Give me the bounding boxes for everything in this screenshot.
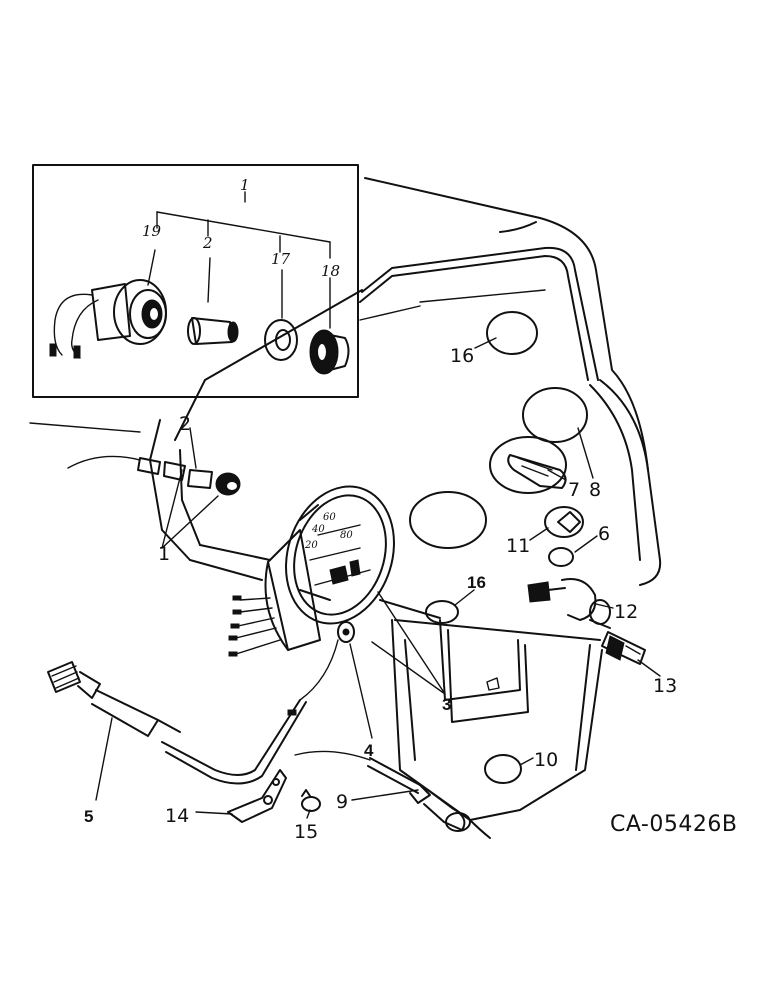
callout-1-lamp: 1: [158, 543, 170, 565]
callout-6: 6: [598, 523, 610, 545]
screw-15: [301, 789, 321, 812]
callout-labels: 1 19 2 17 18 16 2 1 7 8 11 6 16 12 3 13 …: [84, 176, 737, 843]
bulb-2: [187, 317, 239, 345]
opening-center: [409, 491, 487, 549]
callout-1-inset: 1: [240, 176, 250, 194]
callout-3: 3: [442, 695, 451, 714]
dash-panel: [29, 177, 662, 839]
callout-14: 14: [165, 805, 189, 827]
speedo-cable-5: [47, 661, 307, 785]
gauge-scale-20: 20: [304, 540, 318, 551]
callout-18: 18: [321, 262, 340, 280]
choke-cable-9: [294, 750, 471, 832]
key-13: [601, 631, 646, 665]
callout-13: 13: [653, 675, 677, 697]
callout-2-lamp: 2: [179, 413, 191, 435]
callout-17: 17: [271, 250, 291, 268]
callout-8: 8: [589, 479, 601, 501]
callout-16-top: 16: [450, 345, 474, 367]
drawing-code: CA-05426B: [610, 812, 737, 837]
bracket-14: [227, 769, 287, 823]
indicator-lamp-1: [67, 455, 241, 549]
panel-openings: [409, 311, 588, 784]
callout-5: 5: [84, 807, 93, 826]
tachometer-gauge-3: 20 40 60 80: [228, 485, 395, 716]
washer-17: [264, 319, 298, 361]
callout-9: 9: [336, 791, 348, 813]
ignition-switch-12: [527, 578, 611, 629]
opening-8: [522, 387, 588, 443]
throttle-knob-7: [489, 436, 567, 494]
gauge-scale-40: 40: [311, 524, 325, 535]
callout-19: 19: [142, 222, 162, 240]
opening-10: [484, 754, 522, 784]
opening-16-top: [486, 311, 538, 355]
callout-4: 4: [364, 741, 374, 760]
callout-2-inset: 2: [202, 234, 213, 252]
callout-15: 15: [294, 821, 318, 843]
inset-detail-box: [32, 164, 359, 398]
callout-16-low: 16: [467, 573, 486, 592]
callout-12: 12: [614, 601, 638, 623]
switch-11: [544, 506, 584, 538]
socket-19: [49, 279, 167, 359]
callout-11: 11: [506, 535, 530, 557]
plug-6: [548, 547, 574, 567]
callout-7: 7: [568, 479, 580, 501]
gauge-scale-80: 80: [340, 530, 353, 541]
callout-10: 10: [534, 749, 558, 771]
lens-nut-18: [309, 329, 350, 375]
gauge-scale-60: 60: [323, 512, 336, 523]
plug-16-low: [425, 600, 459, 624]
leader-lines: [95, 337, 661, 819]
